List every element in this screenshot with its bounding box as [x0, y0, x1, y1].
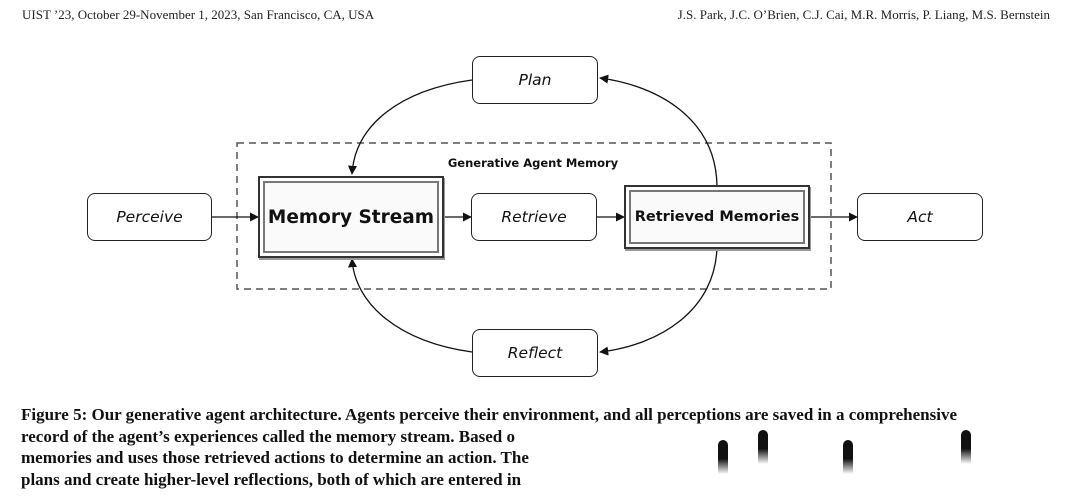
node-retrieved-memories-label: Retrieved Memories: [634, 209, 800, 225]
node-memory-stream-label: Memory Stream: [267, 206, 435, 228]
figure-caption: Figure 5: Our generative agent architect…: [21, 404, 1066, 490]
caption-line-2: record of the agent’s experiences called…: [21, 426, 515, 446]
caption-line-4: plans and create higher-level reflection…: [21, 469, 522, 489]
occluding-mark-1: [718, 440, 728, 474]
node-act: Act: [857, 193, 983, 241]
node-memory-stream: Memory Stream: [258, 176, 444, 258]
node-perceive: Perceive: [87, 193, 212, 241]
node-act-label: Act: [907, 208, 933, 226]
arrow-reflect-to-memory: [348, 258, 473, 353]
running-header-authors: J.S. Park, J.C. O’Brien, C.J. Cai, M.R. …: [677, 7, 1050, 22]
memory-group-boundary: [236, 142, 832, 290]
occluding-mark-4: [961, 430, 971, 464]
node-reflect-label: Reflect: [507, 344, 563, 362]
node-retrieve: Retrieve: [471, 193, 597, 241]
node-retrieved-memories: Retrieved Memories: [624, 185, 810, 249]
occluding-mark-2: [758, 430, 768, 464]
node-plan: Plan: [472, 56, 598, 104]
node-retrieve-label: Retrieve: [501, 208, 567, 226]
node-perceive-label: Perceive: [116, 208, 183, 226]
arrow-retrieved-to-reflect: [599, 245, 718, 356]
node-reflect: Reflect: [472, 329, 598, 377]
arrow-retrieved-to-plan: [599, 74, 718, 187]
group-label: Generative Agent Memory: [447, 156, 619, 170]
caption-line-3: memories and uses those retrieved action…: [21, 448, 529, 467]
occluding-mark-3: [843, 440, 853, 474]
arrow-plan-to-memory: [347, 79, 473, 175]
running-header-venue: UIST ’23, October 29-November 1, 2023, S…: [22, 7, 375, 22]
diagram-connectors: [212, 74, 858, 356]
node-plan-label: Plan: [518, 71, 552, 89]
caption-line-1: Figure 5: Our generative agent architect…: [21, 405, 957, 424]
occlusion-overlay: [570, 428, 1080, 500]
architecture-diagram: Generative Agent Memory Perceive Memory …: [87, 56, 983, 377]
